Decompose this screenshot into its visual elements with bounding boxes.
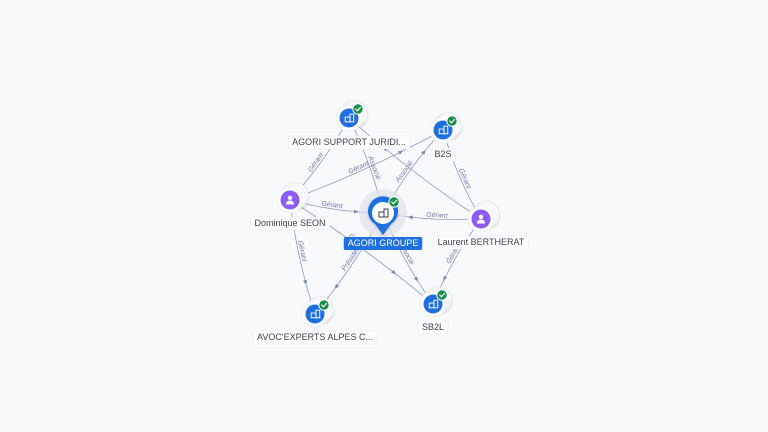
node-b2s[interactable]: B2S: [429, 112, 462, 162]
company-avatar: [305, 304, 325, 324]
person-icon: [477, 214, 485, 224]
edge-arrow: [407, 215, 414, 220]
company-avatar: [433, 120, 453, 140]
edge-line[interactable]: [348, 117, 482, 220]
node-label: SB2L: [422, 322, 444, 332]
edge-arrow: [354, 209, 360, 214]
node-circle: [372, 202, 394, 224]
node-label-background: [343, 237, 423, 250]
check-badge-icon: [352, 103, 364, 115]
edge-line[interactable]: [289, 129, 444, 201]
node-agori_groupe[interactable]: AGORI GROUPE: [343, 189, 423, 250]
check-badge-icon: [436, 289, 448, 301]
edge-arrow: [334, 283, 340, 290]
nodes-layer: AGORI GROUPE AGORI SUPPORT JURIDI... B2S Do…: [250, 100, 529, 345]
node-laurent[interactable]: Laurent BERTHERAT: [433, 201, 529, 250]
building-icon: [428, 299, 439, 309]
node-dominique[interactable]: Dominique SEON: [250, 182, 330, 231]
node-label-background: [417, 320, 449, 335]
edge-laurent-b2s[interactable]: Gérant: [442, 129, 482, 220]
edge-arrow: [421, 149, 426, 156]
edge-arrow: [398, 150, 404, 155]
check-badge-icon: [388, 196, 400, 208]
edge-label: Gérant: [426, 212, 449, 220]
building-icon: [438, 125, 449, 135]
edge-arrow: [391, 269, 397, 275]
node-label: AVOC'EXPERTS ALPES C...: [257, 332, 373, 342]
node-label: AGORI GROUPE: [348, 238, 419, 248]
node-label-background: [252, 330, 378, 345]
node-label-background: [430, 147, 456, 162]
check-badge-icon: [318, 299, 330, 311]
building-icon: [378, 208, 389, 218]
edge-label: Gérant: [457, 168, 472, 191]
node-label: B2S: [434, 149, 451, 159]
edge-arrow: [413, 276, 419, 282]
edge-label: Gérant: [307, 151, 326, 173]
company-avatar: [423, 294, 443, 314]
edge-label: Gérant: [296, 240, 308, 263]
node-label: Dominique SEON: [254, 218, 325, 228]
building-icon: [344, 113, 355, 123]
edge-arrow: [303, 279, 307, 285]
person-icon: [286, 195, 294, 205]
edge-label: Gérant: [347, 160, 370, 176]
edge-label: Associé: [394, 160, 415, 185]
node-label-background: [287, 135, 411, 150]
node-label-background: [250, 216, 330, 231]
node-label: Laurent BERTHERAT: [438, 237, 525, 247]
node-sb2l[interactable]: SB2L: [417, 286, 452, 335]
node-label-background: [433, 235, 529, 250]
building-icon: [310, 309, 321, 319]
edge-arrow: [443, 275, 448, 282]
edge-label: Gérant: [321, 200, 344, 210]
node-agori_support[interactable]: AGORI SUPPORT JURIDI...: [287, 100, 411, 150]
node-avoc[interactable]: AVOC'EXPERTS ALPES C...: [252, 296, 378, 345]
company-avatar: [339, 108, 359, 128]
check-badge-icon: [446, 115, 458, 127]
node-label: AGORI SUPPORT JURIDI...: [292, 137, 406, 147]
